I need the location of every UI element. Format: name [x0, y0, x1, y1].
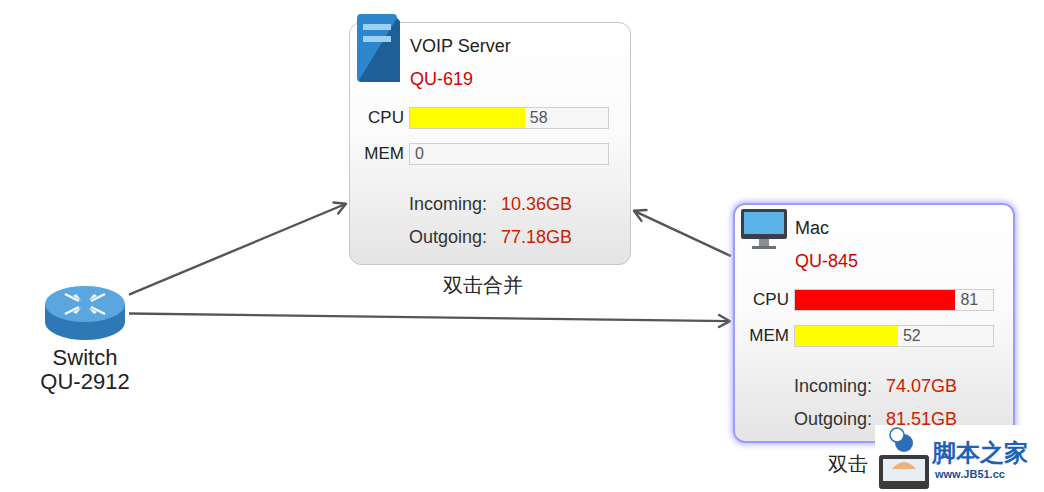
usage-bar [409, 107, 609, 129]
metric-value: 0 [415, 143, 424, 165]
watermark-url: www.JB51.cc [935, 468, 1005, 480]
router-icon [43, 282, 127, 344]
usage-fill [795, 326, 898, 346]
usage-fill [410, 108, 525, 128]
traffic-label: Incoming: [360, 193, 487, 215]
usage-fill [795, 290, 955, 310]
monitor-icon [740, 208, 788, 252]
node-caption: 双击 [828, 453, 868, 475]
server-icon [355, 12, 401, 84]
traffic-label: Outgoing: [745, 408, 872, 430]
device-name: VOIP Server [410, 35, 511, 57]
traffic-label: Incoming: [745, 375, 872, 397]
switch-node: SwitchQU-2912 [25, 282, 145, 392]
device-id: QU-2912 [25, 370, 145, 394]
connector-arrow [129, 314, 730, 322]
device-panel: MacQU-845CPU 81MEM 52Incoming: 74.07GB Outgo… [733, 203, 1015, 443]
traffic-value: 77.18GB [501, 226, 572, 248]
watermark-icon [875, 425, 931, 492]
metric-value: 52 [903, 325, 921, 347]
traffic-value: 74.07GB [886, 375, 957, 397]
device-id: QU-845 [795, 250, 858, 272]
usage-bar [794, 325, 994, 347]
watermark-text: 脚本之家 [932, 437, 1028, 469]
traffic-label: Outgoing: [360, 226, 487, 248]
metric-label: CPU [352, 107, 404, 129]
metric-label: MEM [352, 143, 404, 165]
metric-label: MEM [737, 325, 789, 347]
connector-arrow [129, 204, 346, 295]
watermark: 脚本之家www.JB51.cc [875, 425, 1044, 492]
device-id: QU-619 [410, 68, 473, 90]
metric-label: CPU [737, 289, 789, 311]
usage-bar [409, 143, 609, 165]
metric-value: 81 [960, 289, 978, 311]
device-name: Switch [25, 346, 145, 370]
traffic-value: 10.36GB [501, 193, 572, 215]
device-panel: VOIP ServerQU-619CPU 58MEM 0Incoming: 10.36… [349, 22, 631, 265]
node-caption: 双击合并 [443, 274, 523, 296]
connector-arrow [634, 211, 731, 256]
device-name: Mac [795, 217, 829, 239]
metric-value: 58 [530, 107, 548, 129]
